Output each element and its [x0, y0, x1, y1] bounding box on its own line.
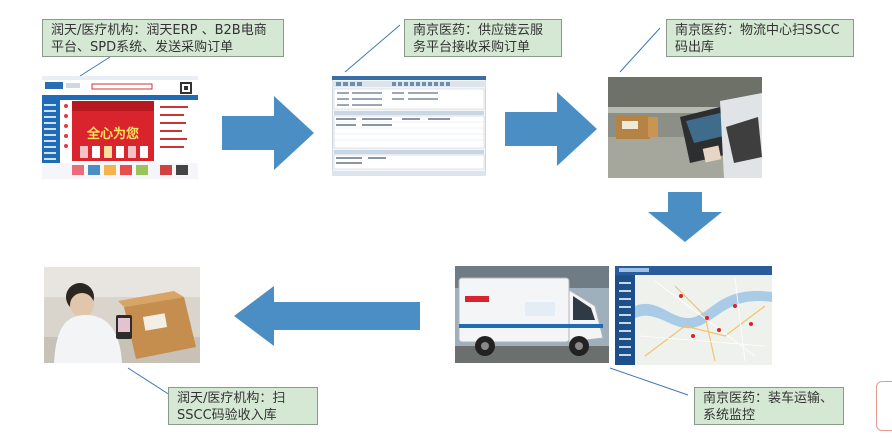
corner-decoration	[876, 381, 892, 431]
step2-text: 南京医药：供应链云服务平台接收采购订单	[413, 23, 544, 55]
flow-arrow-right-2	[505, 92, 597, 166]
supply-chain-software-screenshot	[332, 76, 486, 176]
step2-callout: 南京医药：供应链云服务平台接收采购订单	[404, 19, 562, 57]
step4-text: 南京医药：装车运输、系统监控	[703, 391, 834, 423]
leader-line-3	[619, 27, 661, 73]
leader-line-1	[79, 56, 111, 77]
flow-arrow-right-1	[222, 96, 314, 170]
step3-text: 南京医药：物流中心扫SSCC码出库	[675, 23, 840, 55]
banner-slogan: 全心为您	[86, 126, 139, 142]
leader-line-4	[609, 367, 689, 396]
flow-arrow-down	[648, 192, 722, 242]
receiving-scan-photo	[44, 267, 200, 363]
step1-text: 润天/医疗机构：润天ERP 、B2B电商平台、SPD系统、发送采购订单	[51, 23, 267, 55]
monitoring-map-screenshot	[615, 266, 772, 365]
flow-arrow-left	[234, 286, 420, 346]
leader-line-5	[127, 367, 171, 396]
delivery-truck-photo	[455, 266, 609, 363]
warehouse-scanning-photo	[608, 77, 762, 178]
ecommerce-screenshot: 全心为您	[42, 76, 198, 179]
step4-callout: 南京医药：装车运输、系统监控	[694, 387, 844, 425]
step3-callout: 南京医药：物流中心扫SSCC码出库	[666, 19, 854, 57]
step5-text: 润天/医疗机构：扫SSCC码验收入库	[177, 391, 286, 423]
leader-line-2	[344, 24, 401, 73]
step5-callout: 润天/医疗机构：扫SSCC码验收入库	[168, 387, 318, 425]
step1-callout: 润天/医疗机构：润天ERP 、B2B电商平台、SPD系统、发送采购订单	[42, 19, 284, 57]
